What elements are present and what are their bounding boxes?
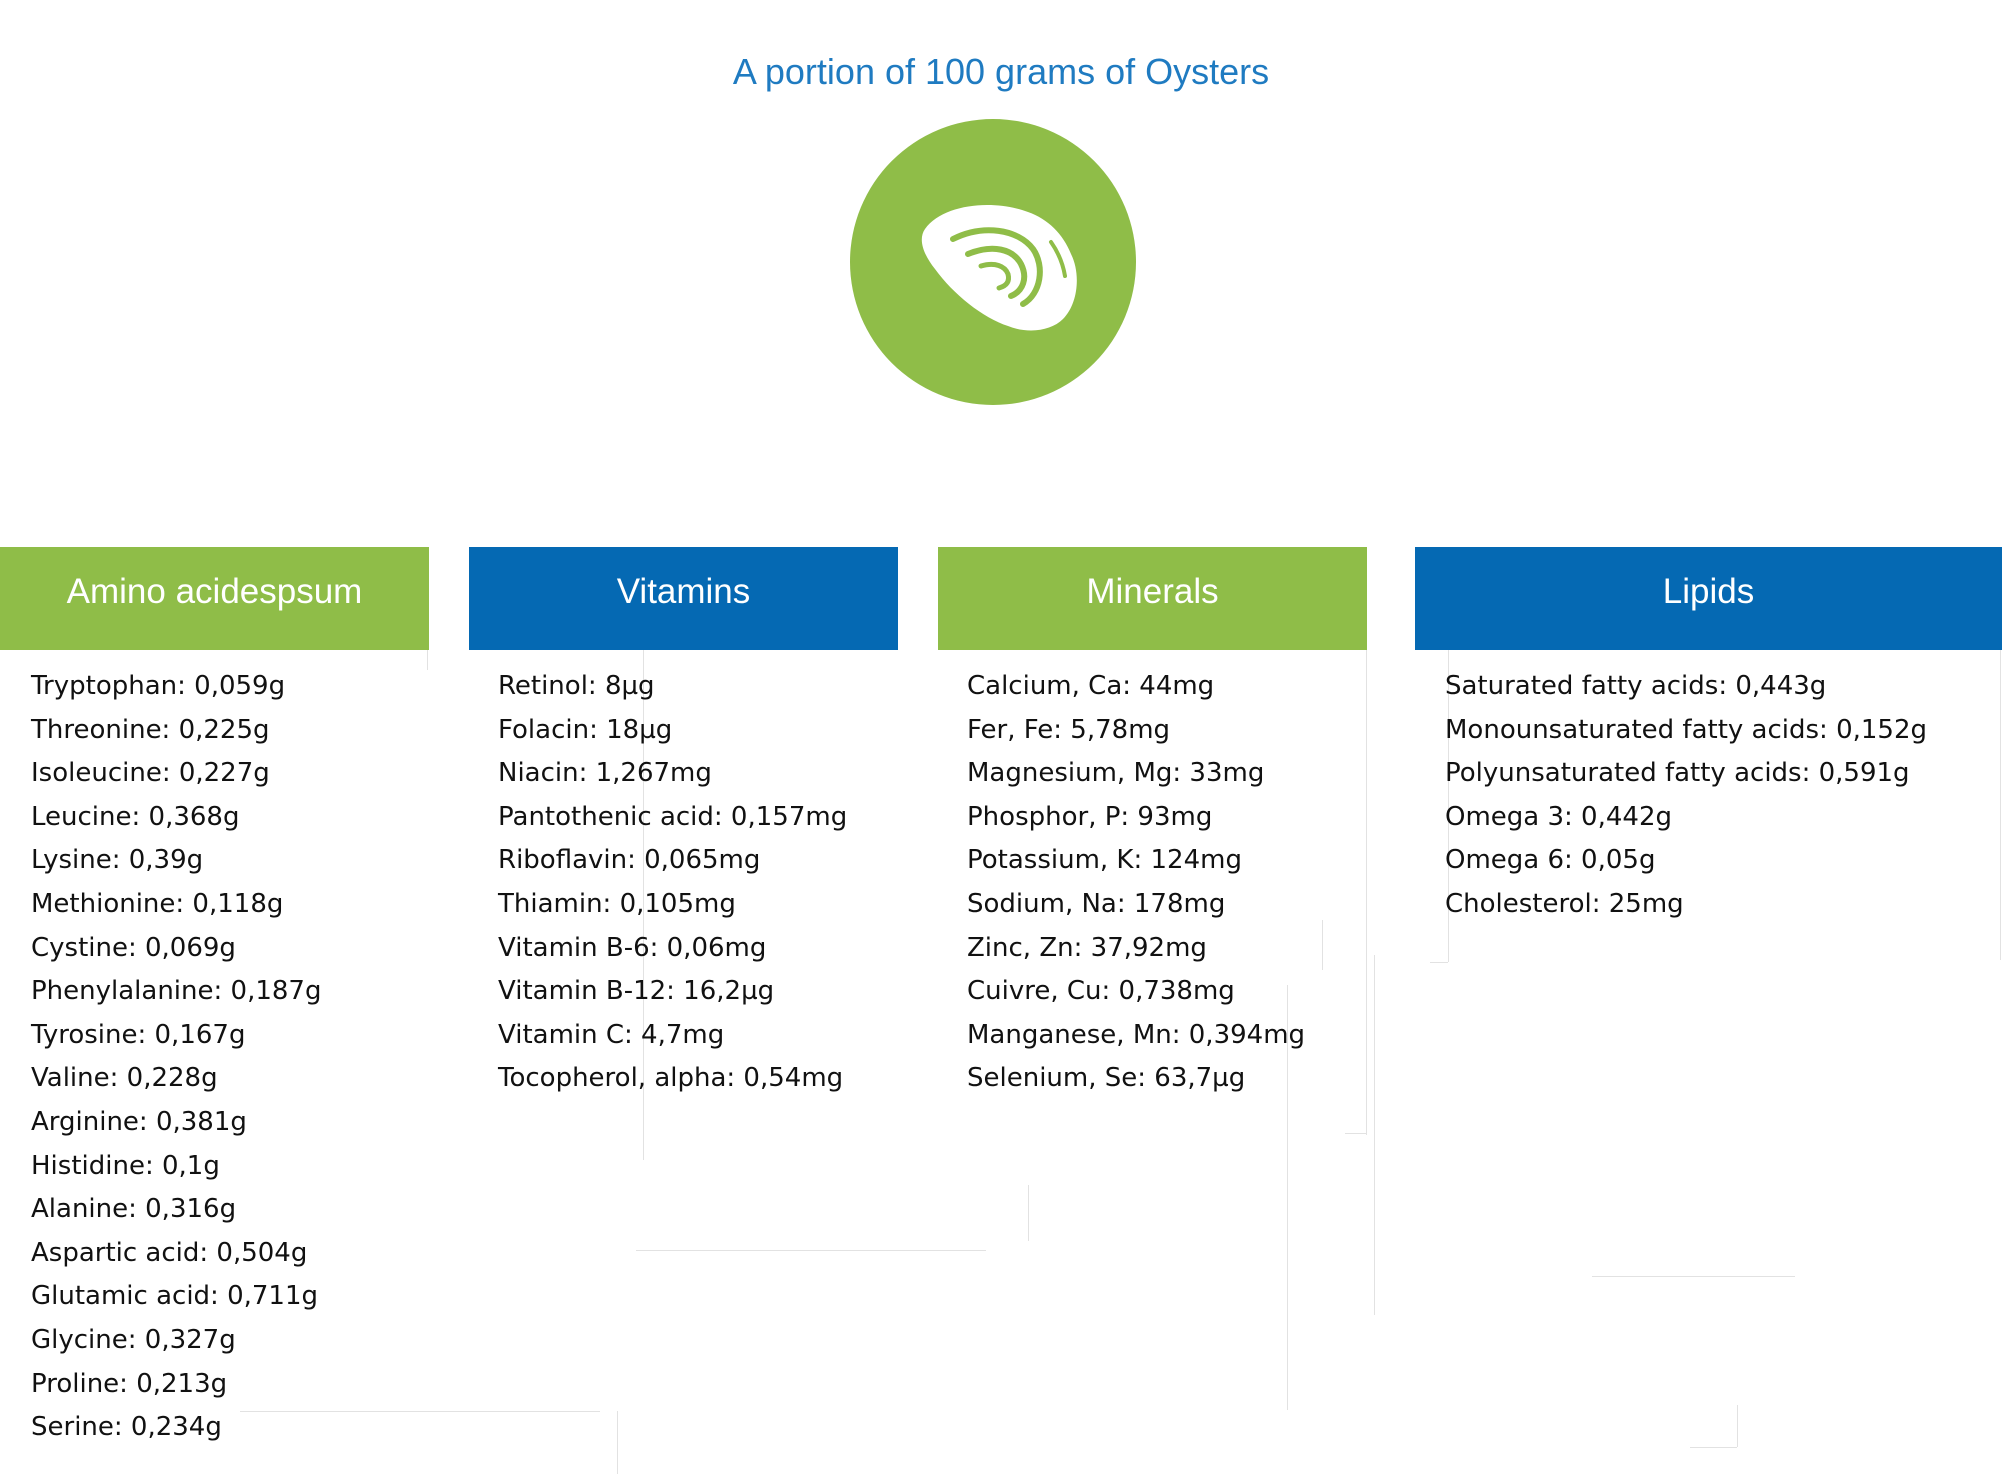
divider-line — [1366, 650, 1367, 1135]
list-item: Tocopherol, alpha: 0,54mg — [498, 1063, 844, 1094]
list-item: Histidine: 0,1g — [31, 1150, 220, 1181]
page-title: A portion of 100 grams of Oysters — [732, 51, 1270, 92]
list-item: Arginine: 0,381g — [31, 1106, 247, 1137]
list-item: Valine: 0,228g — [31, 1063, 218, 1094]
list-item: Cuivre, Cu: 0,738mg — [967, 976, 1235, 1007]
list-item: Phenylalanine: 0,187g — [31, 976, 322, 1007]
list-item: Tryptophan: 0,059g — [31, 671, 286, 701]
list-item: Omega 3: 0,442g — [1445, 801, 1672, 832]
oyster-icon — [921, 205, 1077, 331]
list-item: Alanine: 0,316g — [31, 1194, 237, 1225]
divider-line — [1448, 650, 1449, 962]
divider-line — [240, 1411, 600, 1412]
divider-line — [1374, 955, 1375, 1315]
list-item: Vitamin C: 4,7mg — [498, 1019, 725, 1050]
divider-line — [427, 650, 428, 670]
divider-line — [617, 1411, 618, 1474]
list-item: Pantothenic acid: 0,157mg — [498, 801, 848, 832]
list-item: Serine: 0,234g — [31, 1412, 222, 1443]
list-item: Vitamin B-12: 16,2µg — [498, 976, 775, 1007]
list-item: Niacin: 1,267mg — [498, 758, 712, 789]
divider-line — [1592, 1276, 1795, 1277]
column-header-minerals: Minerals — [938, 547, 1367, 650]
divider-line — [643, 650, 644, 1160]
list-item: Fer, Fe: 5,78mg — [967, 714, 1171, 745]
column-header-label: Amino acidespsum — [66, 571, 363, 611]
list-item: Folacin: 18µg — [498, 714, 673, 745]
divider-line — [2000, 650, 2001, 960]
list-item: Cystine: 0,069g — [31, 932, 236, 963]
divider-line — [1737, 1405, 1738, 1447]
list-item: Glutamic acid: 0,711g — [31, 1281, 319, 1312]
list-item: Thiamin: 0,105mg — [498, 888, 736, 919]
divider-line — [1322, 920, 1323, 970]
list-item: Vitamin B-6: 0,06mg — [498, 932, 767, 963]
list-item: Saturated fatty acids: 0,443g — [1445, 671, 1827, 701]
divider-line — [1028, 1185, 1029, 1241]
column-header-label: Minerals — [1086, 571, 1219, 611]
list-item: Selenium, Se: 63,7µg — [967, 1063, 1246, 1094]
list-item: Sodium, Na: 178mg — [967, 888, 1226, 919]
list-item: Manganese, Mn: 0,394mg — [967, 1019, 1306, 1050]
minerals-list: Calcium, Ca: 44mg Fer, Fe: 5,78mg Magnes… — [967, 666, 1305, 1102]
column-header-vitamins: Vitamins — [469, 547, 898, 650]
list-item: Cholesterol: 25mg — [1445, 888, 1684, 919]
list-item: Glycine: 0,327g — [31, 1324, 236, 1355]
list-item: Polyunsaturated fatty acids: 0,591g — [1445, 758, 1910, 789]
list-item: Proline: 0,213g — [31, 1368, 228, 1399]
list-item: Omega 6: 0,05g — [1445, 845, 1656, 876]
list-item: Aspartic acid: 0,504g — [31, 1237, 308, 1268]
vitamins-list: Retinol: 8µg Folacin: 18µg Niacin: 1,267… — [498, 666, 847, 1102]
list-item: Calcium, Ca: 44mg — [967, 671, 1215, 701]
list-item: Threonine: 0,225g — [31, 714, 270, 745]
list-item: Tyrosine: 0,167g — [31, 1019, 246, 1050]
list-item: Leucine: 0,368g — [31, 801, 240, 832]
list-item: Potassium, K: 124mg — [967, 845, 1242, 876]
list-item: Retinol: 8µg — [498, 671, 655, 701]
divider-line — [1690, 1447, 1737, 1448]
amino-acids-list: Tryptophan: 0,059g Threonine: 0,225g Iso… — [31, 666, 321, 1451]
column-header-label: Vitamins — [616, 571, 751, 611]
column-header-lipids: Lipids — [1415, 547, 2002, 650]
list-item: Isoleucine: 0,227g — [31, 758, 270, 789]
list-item: Zinc, Zn: 37,92mg — [967, 932, 1207, 963]
column-header-label: Lipids — [1662, 571, 1755, 611]
divider-line — [1287, 985, 1288, 1410]
divider-line — [1430, 962, 1448, 963]
list-item: Phosphor, P: 93mg — [967, 801, 1213, 832]
column-header-amino-acids: Amino acidespsum — [0, 547, 429, 650]
list-item: Riboflavin: 0,065mg — [498, 845, 761, 876]
list-item: Magnesium, Mg: 33mg — [967, 758, 1265, 789]
list-item: Lysine: 0,39g — [31, 845, 204, 876]
list-item: Monounsaturated fatty acids: 0,152g — [1445, 714, 1928, 745]
oyster-logo — [850, 119, 1136, 405]
list-item: Methionine: 0,118g — [31, 888, 284, 919]
divider-line — [636, 1250, 986, 1251]
lipids-list: Saturated fatty acids: 0,443g Monounsatu… — [1445, 666, 1927, 928]
divider-line — [1345, 1133, 1366, 1134]
